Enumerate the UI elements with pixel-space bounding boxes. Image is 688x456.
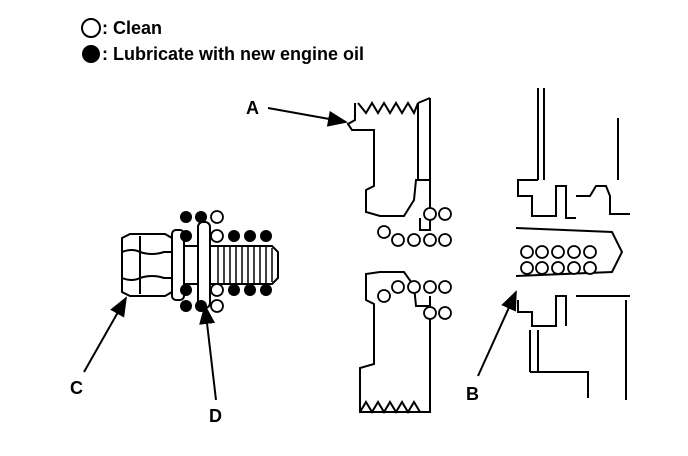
pulley-upper-outline (346, 98, 431, 231)
label-a: A (246, 98, 259, 118)
bolt-threads (217, 246, 273, 284)
legend: : Clean : Lubricate with new engine oil (81, 18, 364, 64)
legend-lubricate-label: : Lubricate with new engine oil (102, 44, 364, 64)
crankshaft-section (515, 88, 630, 400)
pulley-lower-outline (359, 271, 431, 413)
bolt-lubricate-dots (180, 211, 272, 312)
leader-lines (83, 107, 517, 401)
crankshaft-clean-dots (520, 245, 597, 275)
label-c: C (70, 378, 83, 398)
clean-symbol-icon (81, 18, 101, 38)
pulley-section (346, 97, 431, 414)
label-b: B (466, 384, 479, 404)
bolt-flange (171, 229, 185, 301)
pulley-clean-dots (377, 207, 452, 320)
leader-c (83, 296, 127, 373)
crankshaft-snout (515, 227, 624, 277)
washer (197, 221, 211, 309)
bolt-head (121, 233, 173, 297)
lubricate-symbol-icon (82, 45, 100, 63)
pulley-grooves-bottom (359, 400, 421, 414)
leader-d (199, 304, 217, 401)
bolt-clean-dots (210, 210, 224, 313)
leader-b (477, 290, 517, 377)
leader-a (267, 107, 348, 127)
pulley-grooves-top (357, 101, 419, 116)
bolt-shank (184, 245, 279, 285)
label-d: D (209, 406, 222, 426)
legend-clean-label: : Clean (102, 18, 162, 38)
